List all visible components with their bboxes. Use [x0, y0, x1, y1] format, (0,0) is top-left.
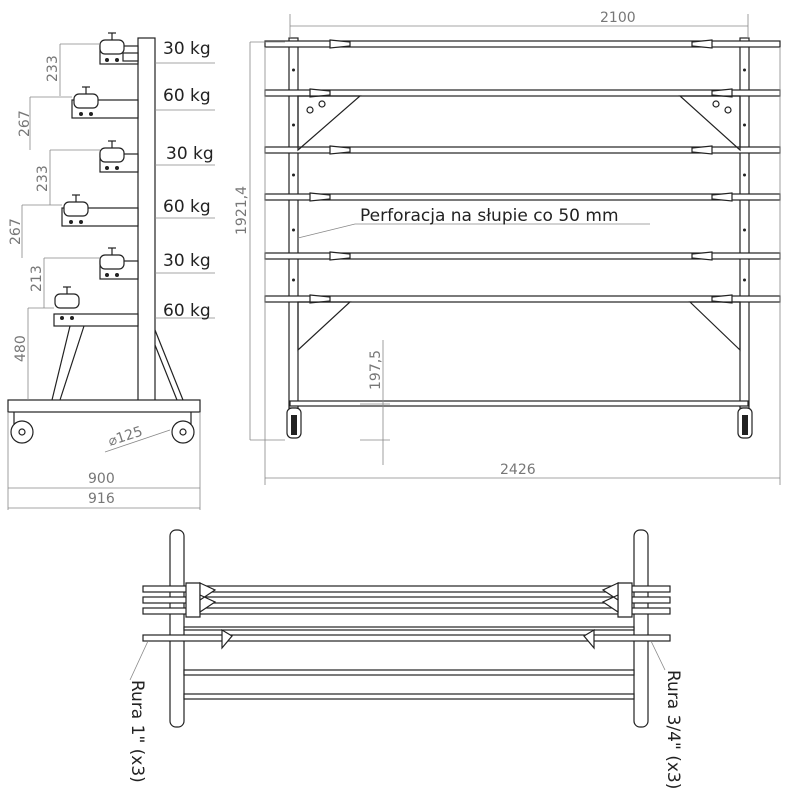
- perforations: [292, 68, 746, 282]
- dim-label: 1921,4: [234, 186, 250, 235]
- dim-label: 916: [88, 491, 115, 507]
- wheel-right: [171, 412, 195, 444]
- dim-label: 900: [88, 471, 115, 487]
- base-frame: [7, 399, 201, 413]
- load-label: 60 kg: [163, 86, 211, 106]
- pipes: [142, 585, 671, 700]
- side-view: 30 kg 60 kg 30 kg 60 kg 30 kg 60 kg 233 …: [7, 32, 215, 510]
- load-labels: 30 kg 60 kg 30 kg 60 kg 30 kg 60 kg: [155, 39, 215, 321]
- post: [137, 37, 156, 406]
- dim-label: 267: [17, 110, 33, 137]
- dim-label: 2426: [500, 462, 536, 478]
- dim-label: 267: [8, 218, 24, 245]
- wheel-left: [10, 412, 34, 444]
- load-label: 30 kg: [166, 144, 214, 164]
- dim-label: 233: [35, 165, 51, 192]
- gussets: [297, 95, 741, 352]
- pipe-label-left: Rura 1" (x3): [127, 680, 147, 783]
- clamps: [54, 32, 125, 320]
- dim-label: ⌀125: [106, 424, 144, 450]
- front-dimensions: 2100 2426 1921,4 197,5 Perforacja na słu…: [234, 10, 781, 485]
- dim-label: 2100: [600, 10, 636, 26]
- top-view: Rura 1" (x3) Rura 3/4" (x3): [127, 529, 683, 789]
- perforation-note: Perforacja na słupie co 50 mm: [360, 206, 619, 226]
- dim-label: 233: [45, 55, 61, 82]
- right-frame: [633, 529, 649, 728]
- front-view: 2100 2426 1921,4 197,5 Perforacja na słu…: [234, 10, 781, 485]
- load-label: 60 kg: [163, 301, 211, 321]
- load-label: 30 kg: [163, 251, 211, 271]
- load-label: 30 kg: [163, 39, 211, 59]
- arms: [53, 45, 139, 327]
- dim-label: 213: [29, 265, 45, 292]
- wheel-right: [737, 407, 753, 439]
- side-dimensions: 233 267 233 267 213 480 ⌀125 900 916: [7, 43, 201, 510]
- load-label: 60 kg: [163, 197, 211, 217]
- cones: [309, 39, 733, 304]
- wheel-left: [286, 407, 302, 439]
- pipe-label-right: Rura 3/4" (x3): [663, 670, 683, 789]
- dim-label: 197,5: [368, 350, 384, 390]
- left-frame: [169, 529, 185, 728]
- dim-label: 480: [13, 335, 29, 362]
